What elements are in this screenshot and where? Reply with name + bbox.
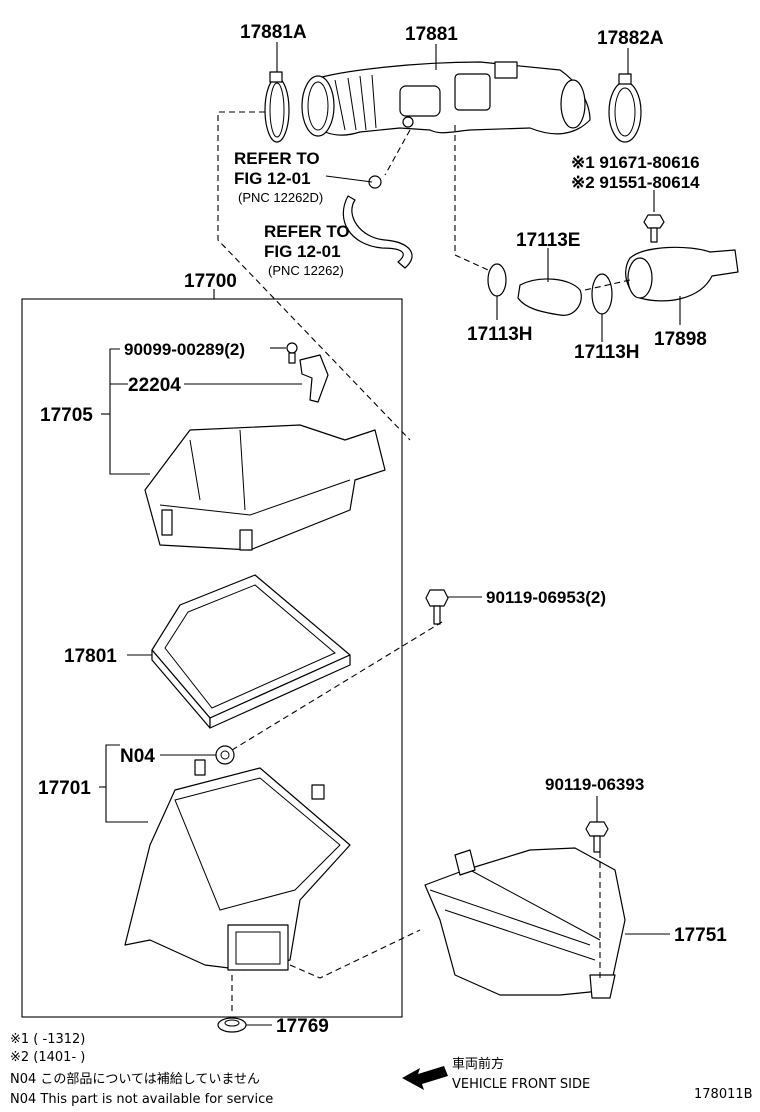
refer-label-2b: FIG 12-01 — [264, 242, 341, 261]
callout-17701: 17701 — [38, 778, 91, 799]
callout-90119-06953: 90119-06953(2) — [486, 588, 606, 607]
callout-91671-80616: ※1 91671-80616 — [571, 153, 700, 172]
bolt-91671-drawing — [643, 214, 665, 243]
callout-91551-80614: ※2 91551-80614 — [571, 173, 700, 192]
note-3: N04 この部品については補給していません — [10, 1072, 260, 1087]
callout-17881a: 17881A — [240, 22, 307, 43]
clamp-17881a-drawing — [264, 71, 290, 143]
callout-17751: 17751 — [674, 925, 727, 946]
callout-90099-00289: 90099-00289(2) — [124, 340, 245, 359]
callout-22204: 22204 — [128, 375, 181, 396]
callout-n04: N04 — [120, 746, 155, 767]
case-upper-17705-drawing — [144, 424, 386, 551]
callout-90119-06393: 90119-06393 — [545, 775, 644, 794]
grommet-17769-drawing — [217, 1017, 247, 1033]
callout-17882a: 17882A — [597, 28, 664, 49]
note-2: ※2 (1401- ) — [10, 1050, 85, 1065]
refer-label-2c: (PNC 12262) — [268, 263, 344, 278]
callout-17881: 17881 — [405, 24, 458, 45]
callout-17705: 17705 — [40, 405, 93, 426]
resonator-17898-drawing — [625, 246, 739, 302]
refer-label-1a: REFER TO — [234, 149, 320, 168]
clamp-17882a-drawing — [608, 73, 642, 143]
callout-17898: 17898 — [654, 329, 707, 350]
arrow-left-icon — [402, 1066, 448, 1090]
callout-17801: 17801 — [64, 646, 117, 667]
callout-17113e: 17113E — [516, 230, 580, 251]
bolt-90119-06393-drawing — [585, 821, 609, 853]
refer-label-2a: REFER TO — [264, 222, 350, 241]
refer-label-1b: FIG 12-01 — [234, 169, 311, 188]
duct-17751-drawing — [424, 847, 626, 999]
callout-17113h-left: 17113H — [467, 324, 533, 345]
direction-en: VEHICLE FRONT SIDE — [452, 1077, 590, 1092]
element-17801-drawing — [151, 574, 351, 729]
callout-17700: 17700 — [184, 271, 237, 292]
case-lower-17701-drawing — [124, 759, 351, 971]
assembly-box-17700 — [21, 298, 403, 1018]
refer-label-1c: (PNC 12262D) — [238, 190, 323, 205]
grommet-n04-drawing — [215, 745, 235, 765]
sensor-22204-drawing — [286, 342, 329, 403]
note-4: N04 This part is not available for servi… — [10, 1092, 273, 1107]
callout-17113h-right: 17113H — [574, 342, 640, 363]
figure-id: 178011B — [694, 1087, 753, 1102]
bolt-90119-06953-drawing — [425, 589, 449, 625]
hose-17113e-drawing — [487, 263, 613, 316]
callout-17769: 17769 — [276, 1016, 329, 1037]
hose-12262-drawing — [342, 175, 413, 269]
note-1: ※1 ( -1312) — [10, 1032, 85, 1047]
intake-duct-17881-drawing — [301, 61, 591, 137]
direction-jp: 車両前方 — [452, 1056, 504, 1072]
